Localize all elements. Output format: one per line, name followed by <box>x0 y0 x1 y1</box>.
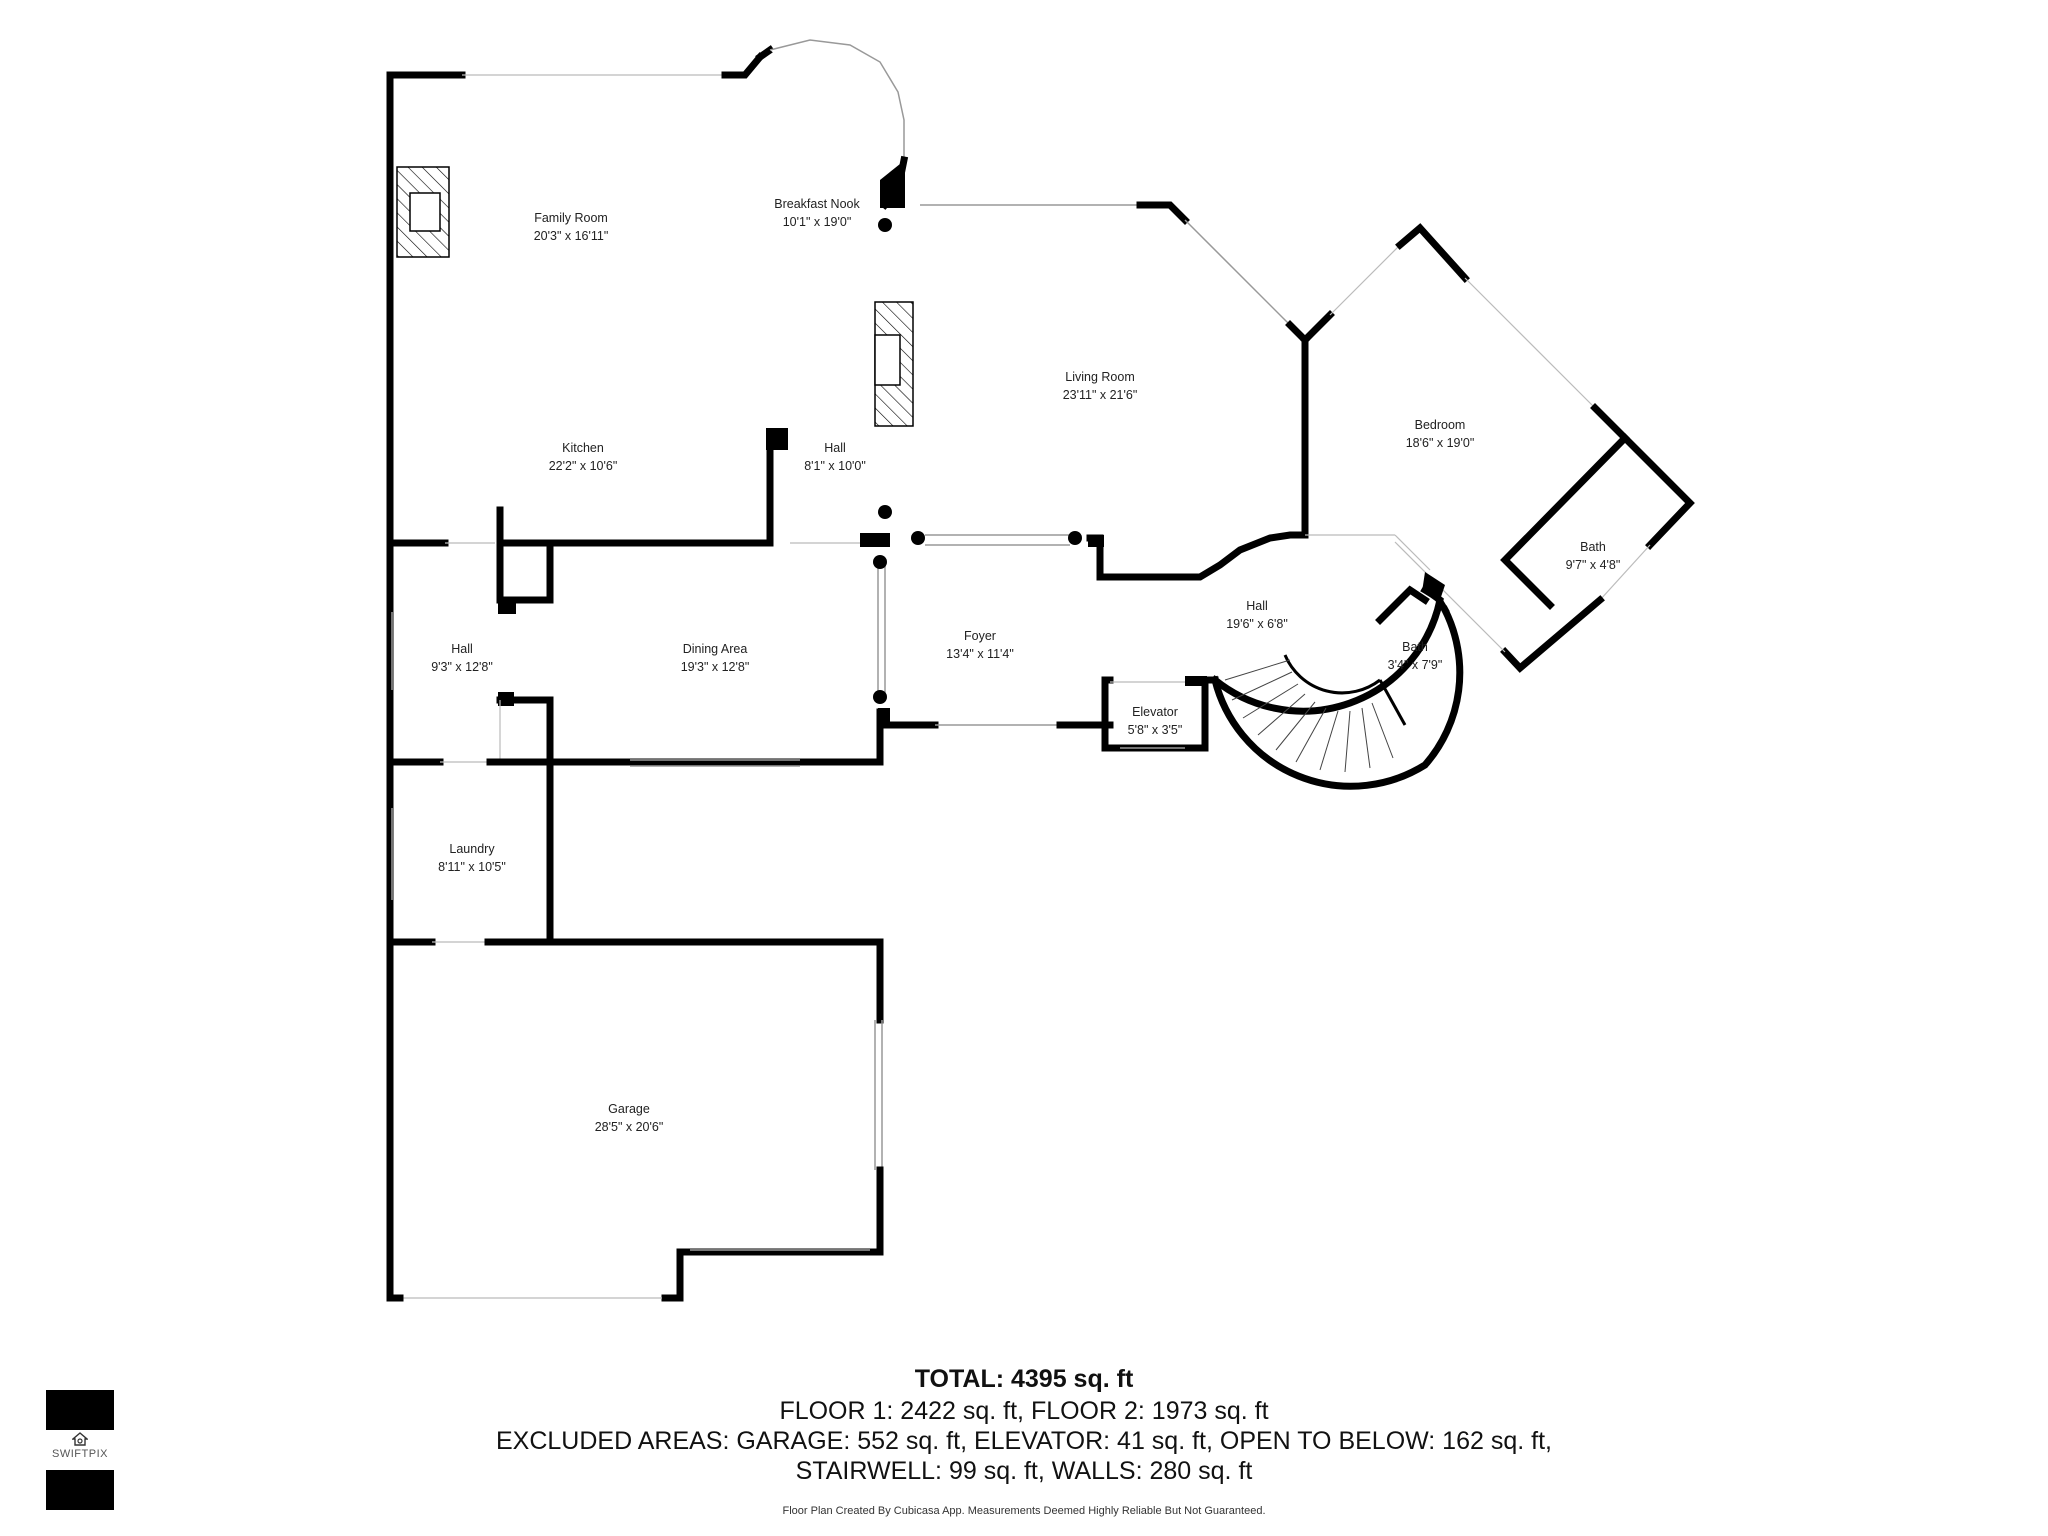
room-dim-breakfast-nook: 10'1" x 19'0" <box>783 215 852 229</box>
room-name-bath-small: Bath <box>1402 640 1428 654</box>
room-dim-elevator: 5'8" x 3'5" <box>1128 723 1183 737</box>
room-name-bedroom: Bedroom <box>1415 418 1466 432</box>
room-dim-family-room: 20'3" x 16'11" <box>534 229 609 243</box>
room-dim-garage: 28'5" x 20'6" <box>595 1120 664 1134</box>
room-name-bath-right: Bath <box>1580 540 1606 554</box>
logo-block-top <box>46 1390 114 1430</box>
room-dim-bath-right: 9'7" x 4'8" <box>1566 558 1621 572</box>
swiftpix-logo: SWIFTPIX <box>46 1390 114 1510</box>
room-dim-living-room: 23'11" x 21'6" <box>1063 388 1138 402</box>
fireplace-left <box>396 166 450 258</box>
room-name-family-room: Family Room <box>534 211 608 225</box>
logo-text: SWIFTPIX <box>52 1448 108 1460</box>
logo-block-bottom <box>46 1470 114 1510</box>
room-dim-hall-center: 8'1" x 10'0" <box>804 459 866 473</box>
room-dim-hall-curved: 19'6" x 6'8" <box>1226 617 1288 631</box>
disclaimer: Floor Plan Created By Cubicasa App. Meas… <box>782 1505 1266 1517</box>
excluded-areas-line-2: STAIRWELL: 99 sq. ft, WALLS: 280 sq. ft <box>795 1457 1253 1485</box>
room-name-foyer: Foyer <box>964 629 996 643</box>
room-dim-foyer: 13'4" x 11'4" <box>946 647 1014 661</box>
room-name-kitchen: Kitchen <box>562 441 604 455</box>
interior-walls <box>386 218 1219 1302</box>
room-name-elevator: Elevator <box>1132 705 1178 719</box>
total-area: TOTAL: 4395 sq. ft <box>914 1365 1134 1393</box>
room-name-breakfast-nook: Breakfast Nook <box>774 197 860 211</box>
room-dim-kitchen: 22'2" x 10'6" <box>549 459 618 473</box>
room-name-dining-area: Dining Area <box>683 642 748 656</box>
room-name-garage: Garage <box>608 1102 650 1116</box>
room-labels: Family Room 20'3" x 16'11" Breakfast Noo… <box>431 197 1620 1134</box>
room-name-laundry: Laundry <box>449 842 495 856</box>
floor-areas: FLOOR 1: 2422 sq. ft, FLOOR 2: 1973 sq. … <box>779 1397 1269 1425</box>
spiral-stair <box>1224 659 1394 773</box>
room-name-living-room: Living Room <box>1065 370 1134 384</box>
excluded-areas-line-1: EXCLUDED AREAS: GARAGE: 552 sq. ft, ELEV… <box>496 1427 1552 1455</box>
room-dim-bedroom: 18'6" x 19'0" <box>1406 436 1475 450</box>
walls <box>386 39 1695 1294</box>
room-dim-bath-small: 3'4" x 7'9" <box>1388 658 1443 672</box>
room-name-hall-left: Hall <box>451 642 473 656</box>
room-dim-hall-left: 9'3" x 12'8" <box>431 660 493 674</box>
room-name-hall-curved: Hall <box>1246 599 1268 613</box>
room-name-hall-center: Hall <box>824 441 846 455</box>
room-dim-laundry: 8'11" x 10'5" <box>438 860 506 874</box>
fireplace-center <box>874 301 914 427</box>
room-dim-dining-area: 19'3" x 12'8" <box>681 660 750 674</box>
home-icon <box>72 1432 88 1446</box>
